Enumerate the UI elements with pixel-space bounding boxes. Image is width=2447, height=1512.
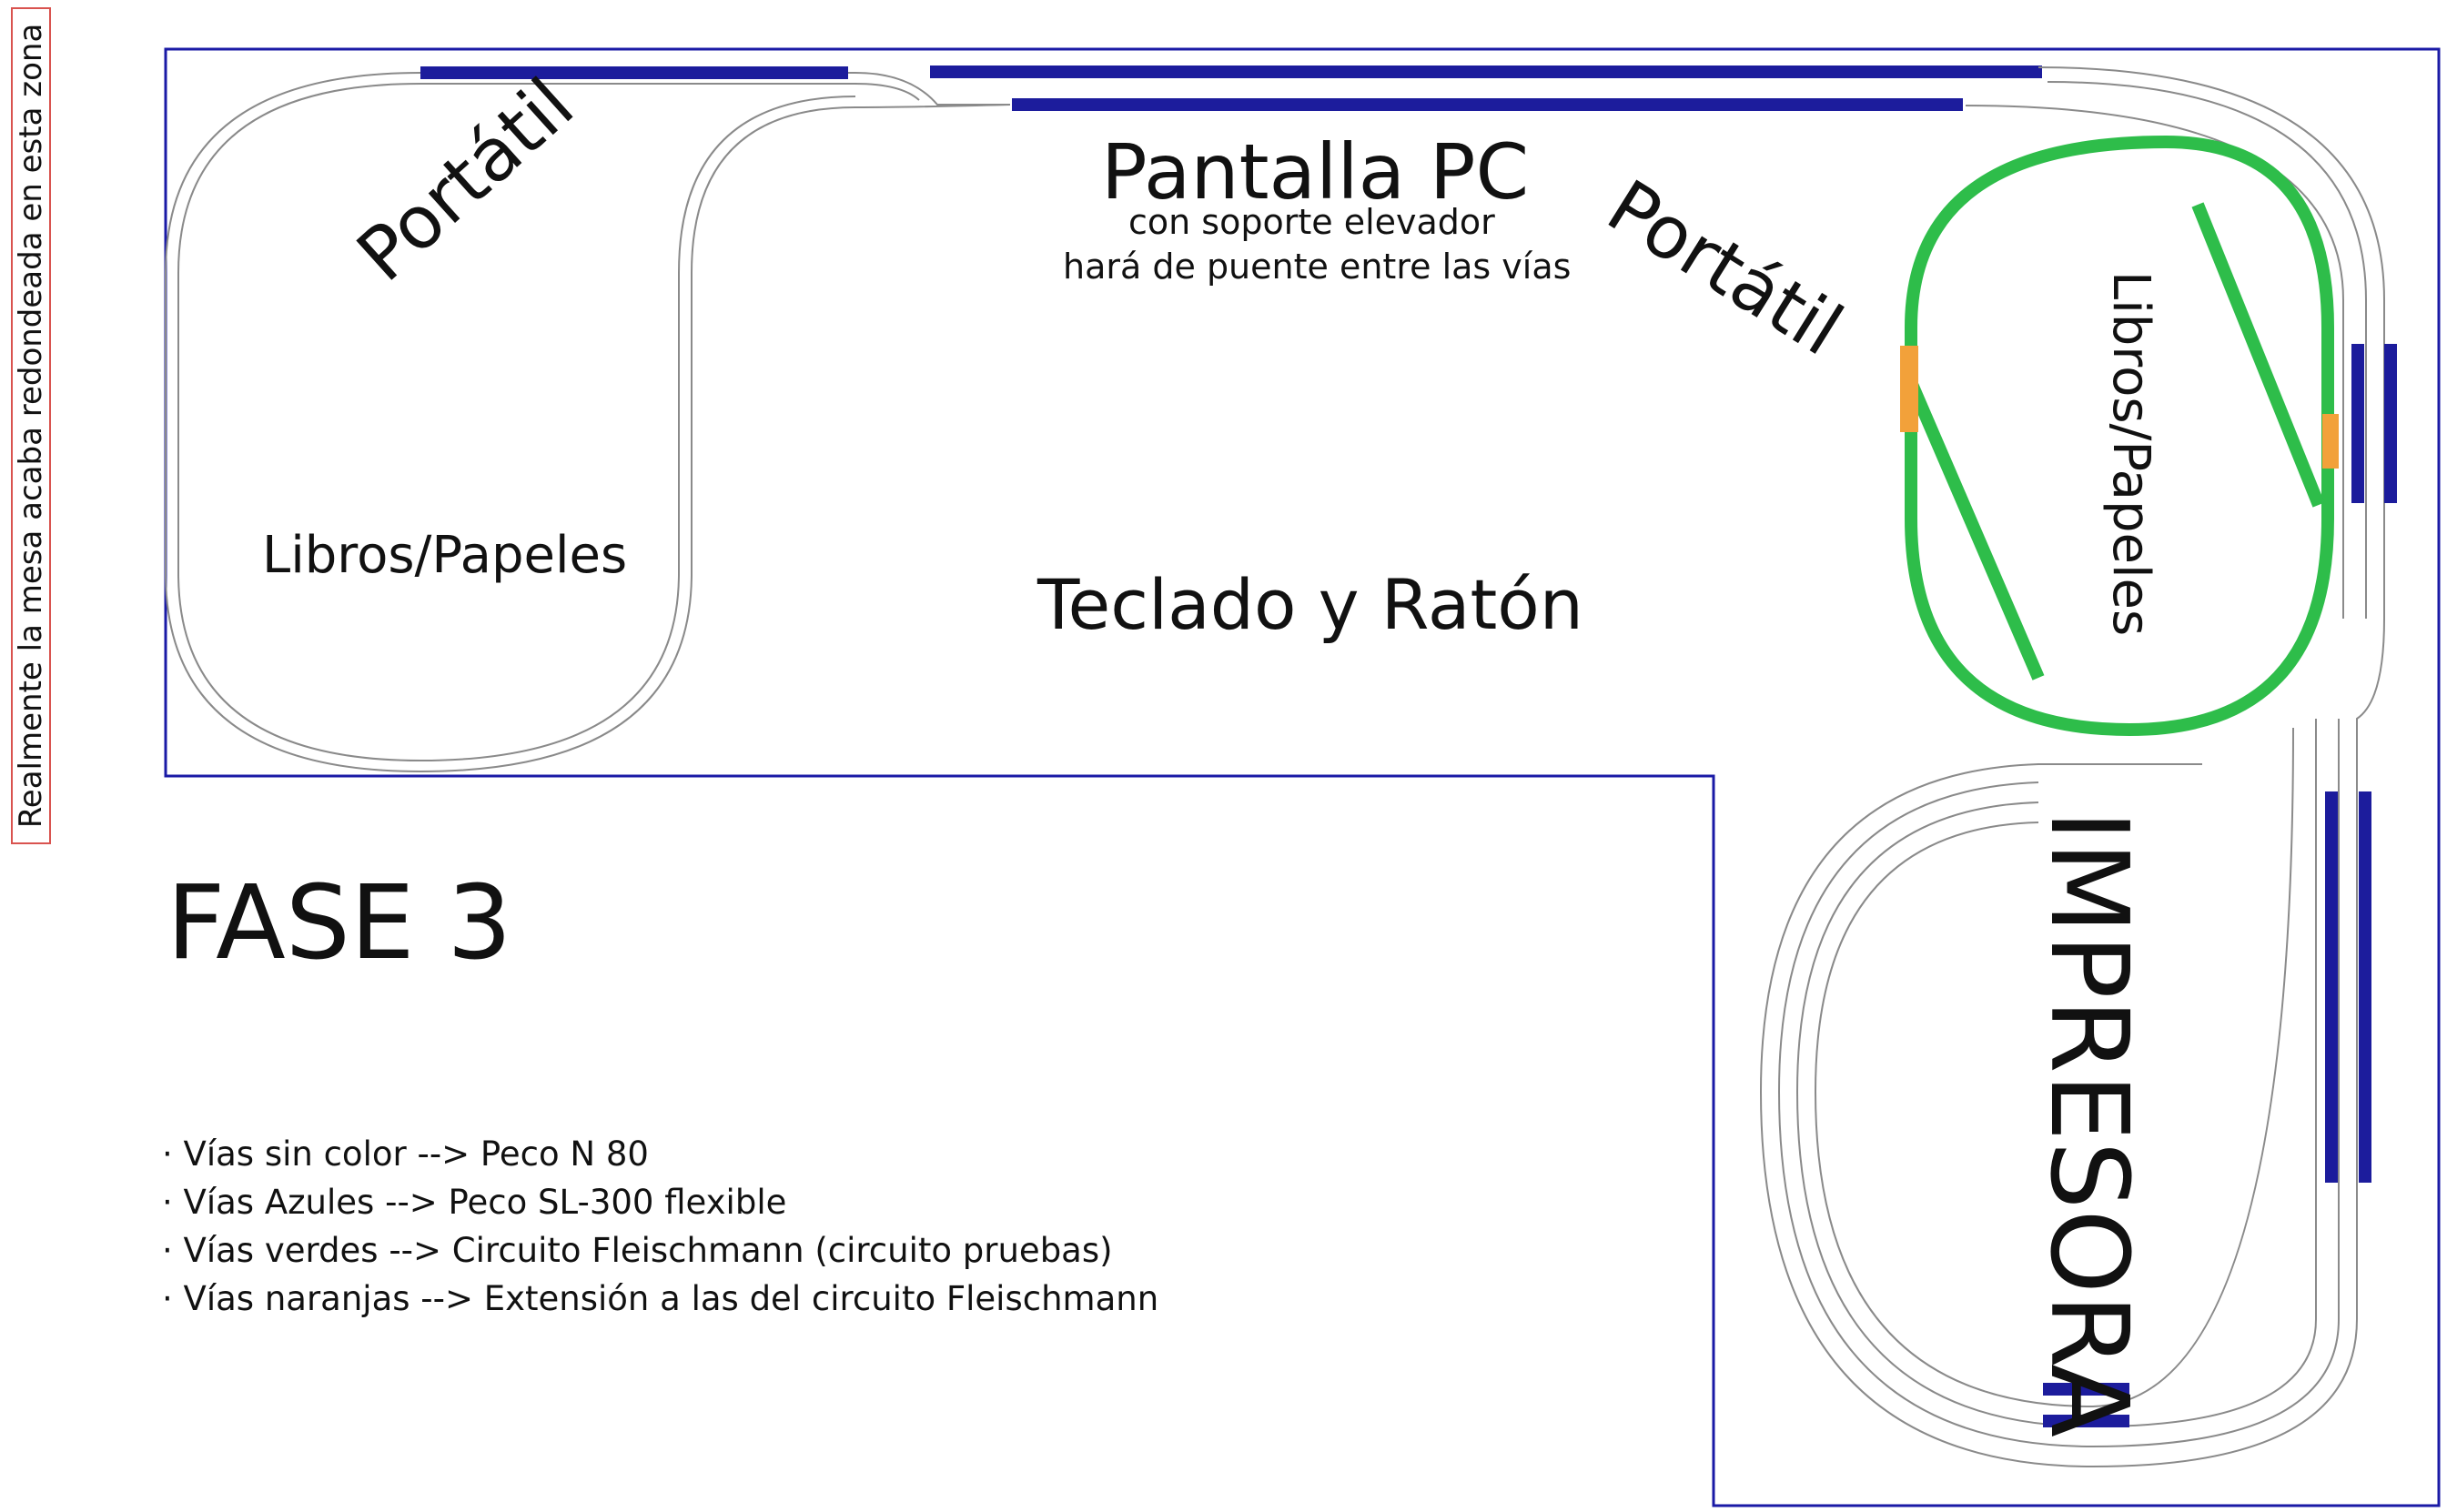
track-legend: · Vías sin color --> Peco N 80 · Vías Az… (162, 1130, 1158, 1323)
label-impresora: IMPRESORA (2027, 810, 2152, 1438)
right-blue-tracks (2043, 344, 2397, 1427)
legend-item: · Vías verdes --> Circuito Fleischmann (… (162, 1231, 1113, 1270)
orange-tracks (1900, 346, 2339, 469)
label-pantalla-pc: Pantalla PC (1101, 127, 1530, 217)
label-fase: FASE 3 (167, 864, 512, 983)
label-libros-right: Libros/Papeles (2101, 271, 2160, 637)
table-outline (164, 47, 2441, 1507)
legend-item: · Vías naranjas --> Extensión a las del … (162, 1279, 1159, 1318)
table-shape-note: Realmente la mesa acaba redondeada en es… (11, 7, 51, 844)
green-oval-track (1905, 135, 2334, 737)
top-blue-tracks (420, 66, 2042, 111)
legend-item: · Vías Azules --> Peco SL-300 flexible (162, 1183, 787, 1222)
label-teclado: Teclado y Ratón (1037, 564, 1583, 645)
legend-item: · Vías sin color --> Peco N 80 (162, 1134, 649, 1174)
label-pantalla-sub2: hará de puente entre las vías (1063, 247, 1572, 287)
label-libros-left: Libros/Papeles (262, 526, 628, 585)
label-pantalla-sub1: con soporte elevador (1128, 202, 1495, 242)
table-shape-note-text: Realmente la mesa acaba redondeada en es… (13, 23, 49, 829)
left-loop-track (165, 72, 1011, 773)
